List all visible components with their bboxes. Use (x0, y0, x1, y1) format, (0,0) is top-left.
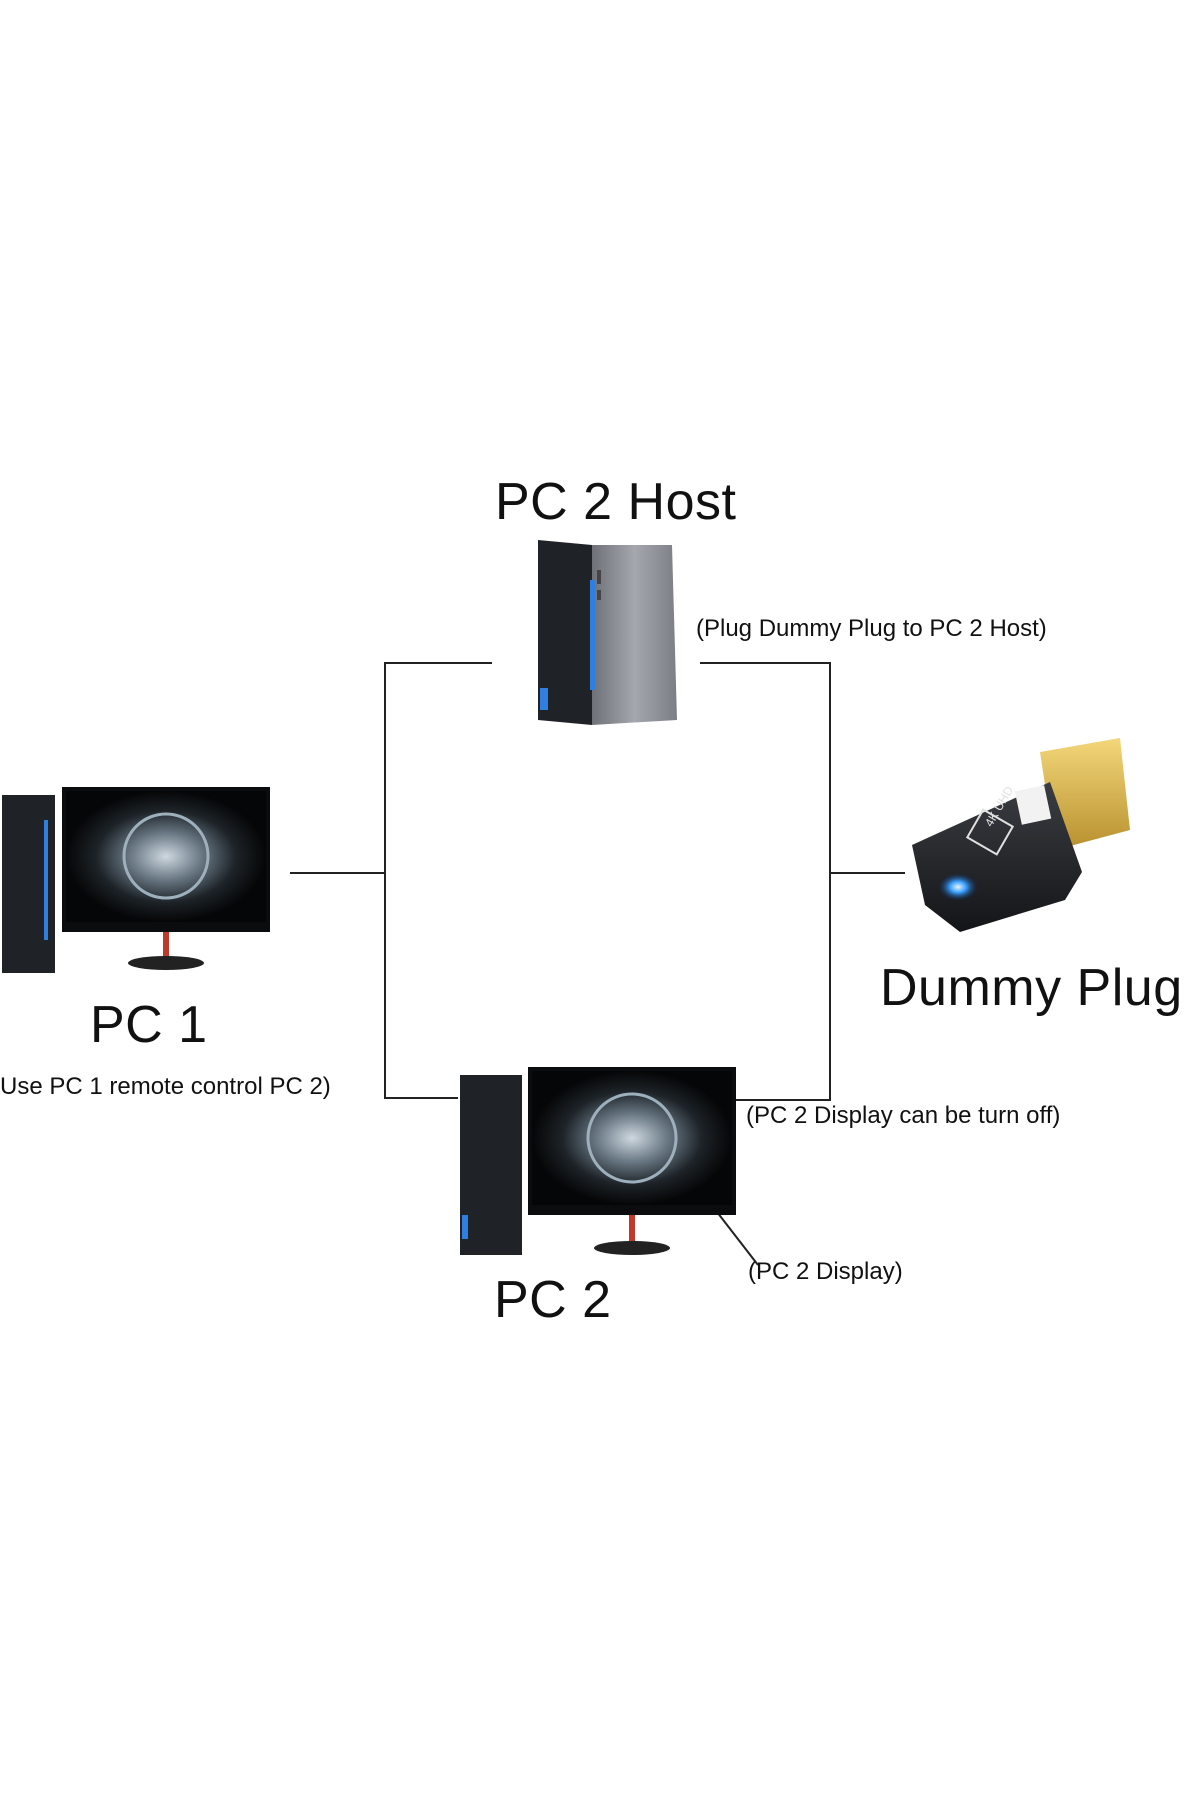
tower-port (597, 570, 601, 584)
tower-logo-badge (540, 688, 548, 710)
pc1-screen-orb (122, 812, 210, 900)
pc2-monitor-neck (629, 1215, 635, 1245)
displayport-logo-icon (1014, 785, 1052, 825)
pc2-host-note: (Plug Dummy Plug to PC 2 Host) (696, 615, 1047, 642)
tower-port (597, 590, 601, 600)
pc2-tower-strip (462, 1215, 468, 1239)
pc2-computer (460, 1067, 736, 1255)
dummy-plug-title: Dummy Plug (880, 959, 1183, 1017)
pc2-host-title: PC 2 Host (495, 473, 737, 531)
pc1-monitor-screen (66, 791, 266, 922)
pc1-computer (2, 787, 270, 973)
tower-front-panel (538, 540, 592, 725)
pc2-display-off-note: (PC 2 Display can be turn off) (746, 1102, 1061, 1129)
pc2-monitor-screen (532, 1071, 732, 1205)
pc2-screen-orb (586, 1092, 678, 1184)
pc2-title: PC 2 (494, 1271, 612, 1329)
tower-side-panel (592, 545, 677, 725)
tower-light-strip (590, 580, 595, 690)
pc1-tower-strip (44, 820, 48, 940)
pc2-tower (460, 1075, 522, 1255)
led-icon (938, 873, 978, 901)
pc1-title: PC 1 (90, 996, 208, 1054)
pc2-monitor-base (594, 1241, 670, 1255)
pc2-host-tower (538, 540, 677, 725)
pc1-note: Use PC 1 remote control PC 2) (0, 1073, 331, 1100)
pc1-monitor-neck (163, 932, 169, 960)
line-host-to-pc1-branch (384, 662, 492, 1099)
uhd-badge-box (965, 808, 1015, 856)
line-host-to-dummy-plug (700, 662, 831, 1101)
pc1-monitor-base (128, 956, 204, 970)
pc2-display-note: (PC 2 Display) (748, 1258, 903, 1285)
dummy-plug-device (912, 738, 1130, 932)
